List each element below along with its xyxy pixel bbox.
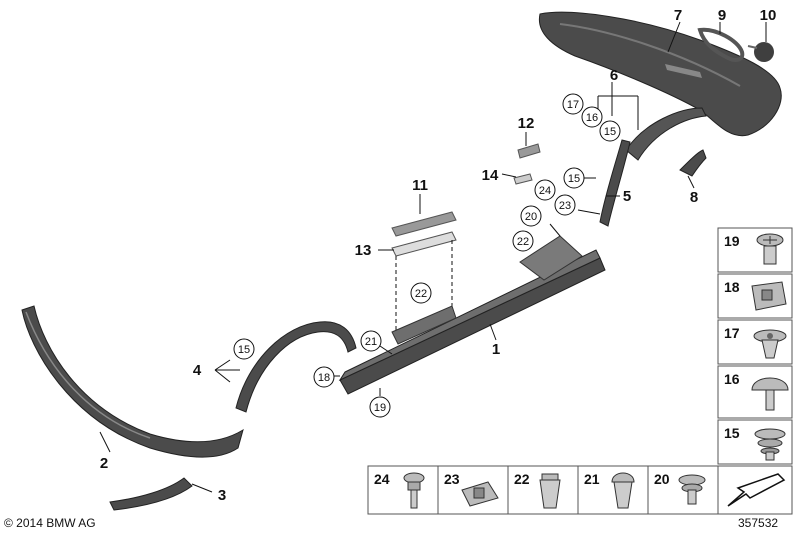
circle-callout-23: 23: [554, 194, 576, 216]
nut-clip-icon: [751, 281, 787, 311]
part-11-strip: [391, 211, 457, 237]
tree-clip-icon: [754, 428, 786, 461]
callout-14: 14: [482, 167, 499, 184]
callout-12: 12: [518, 115, 535, 132]
callout-3: 3: [218, 487, 226, 504]
part-8-flap: [679, 149, 707, 177]
screw-clip-icon: [756, 233, 784, 265]
circle-callout-18: 18: [313, 366, 335, 388]
svg-text:21: 21: [365, 336, 377, 348]
u-nut-icon: [461, 481, 499, 507]
svg-text:15: 15: [568, 173, 580, 185]
fastener-row: 24 23 22 21: [367, 465, 793, 515]
part-6-rear-arch: [625, 107, 707, 161]
circle-callout-16: 16: [581, 106, 603, 128]
callout-8: 8: [690, 189, 698, 206]
bolt-icon: [403, 472, 425, 509]
svg-text:19: 19: [724, 233, 740, 249]
svg-text:20: 20: [654, 471, 670, 487]
callout-11: 11: [412, 177, 428, 194]
arrow-icon: [727, 473, 786, 507]
callout-5: 5: [623, 188, 631, 205]
circle-callout-15b: 15: [599, 120, 621, 142]
fastener-box-22: 22: [507, 465, 579, 515]
svg-text:15: 15: [238, 344, 250, 356]
diagram-number: 357532: [738, 516, 779, 530]
fastener-box-17: 17: [717, 319, 793, 365]
svg-text:15: 15: [604, 126, 616, 138]
circle-callout-17: 17: [562, 93, 584, 115]
grommet-icon: [539, 473, 561, 509]
fastener-box-18: 18: [717, 273, 793, 319]
callout-7: 7: [674, 7, 682, 24]
svg-text:20: 20: [525, 211, 537, 223]
push-rivet-icon: [751, 377, 789, 411]
fastener-box-20: 20: [647, 465, 719, 515]
part-12-clip: [517, 143, 541, 159]
circle-callout-24: 24: [534, 179, 556, 201]
part-2-front-bumper: [21, 305, 244, 458]
part-5-rear-piece: [599, 139, 631, 227]
fastener-column: 19 18 17: [717, 227, 793, 465]
circle-callout-15c: 15: [563, 167, 585, 189]
part-14-bracket: [513, 173, 533, 185]
circle-callout-22b: 22: [512, 230, 534, 252]
svg-text:22: 22: [415, 288, 427, 300]
expansion-rivet-icon: [753, 329, 787, 359]
fastener-box-16: 16: [717, 365, 793, 419]
callout-13: 13: [355, 242, 372, 259]
fastener-box-21: 21: [577, 465, 649, 515]
callout-10: 10: [760, 7, 777, 24]
part-1-side-sill: [339, 257, 606, 395]
svg-text:16: 16: [586, 112, 598, 124]
circle-callout-15a: 15: [233, 338, 255, 360]
part-10-cap: [747, 42, 774, 62]
circle-callout-20: 20: [520, 205, 542, 227]
svg-text:23: 23: [444, 471, 460, 487]
part-3-lower-piece: [109, 477, 193, 511]
callout-1: 1: [492, 341, 500, 358]
circle-callout-21: 21: [360, 330, 382, 352]
plastic-rivet-icon: [611, 472, 635, 509]
circle-callout-22a: 22: [410, 282, 432, 304]
part-9-frame: [697, 27, 745, 62]
part-13-strip: [391, 231, 457, 257]
callout-4: 4: [193, 362, 202, 379]
svg-text:18: 18: [724, 279, 740, 295]
svg-text:24: 24: [539, 185, 551, 197]
callout-6: 6: [610, 67, 618, 84]
callout-2: 2: [100, 455, 108, 472]
leader-lines: [99, 21, 767, 493]
svg-text:18: 18: [318, 372, 330, 384]
svg-text:17: 17: [567, 99, 579, 111]
part-7-rear-trim: [538, 11, 782, 137]
orientation-arrow-box: [717, 465, 793, 515]
svg-text:22: 22: [514, 471, 530, 487]
circle-callout-19: 19: [369, 396, 391, 418]
clip-icon: [678, 474, 706, 505]
part-4-front-arch: [235, 321, 357, 413]
sill-bracket-front: [391, 305, 457, 345]
svg-text:23: 23: [559, 200, 571, 212]
callout-9: 9: [718, 7, 726, 24]
fastener-box-15: 15: [717, 419, 793, 465]
svg-text:19: 19: [374, 402, 386, 414]
svg-text:22: 22: [517, 236, 529, 248]
svg-text:16: 16: [724, 371, 740, 387]
fastener-box-19: 19: [717, 227, 793, 273]
sill-bracket-rear: [519, 235, 583, 281]
fastener-box-23: 23: [437, 465, 509, 515]
svg-text:24: 24: [374, 471, 390, 487]
svg-text:15: 15: [724, 425, 740, 441]
copyright-text: © 2014 BMW AG: [4, 516, 96, 530]
svg-text:21: 21: [584, 471, 600, 487]
svg-text:17: 17: [724, 325, 740, 341]
fastener-box-24: 24: [367, 465, 439, 515]
